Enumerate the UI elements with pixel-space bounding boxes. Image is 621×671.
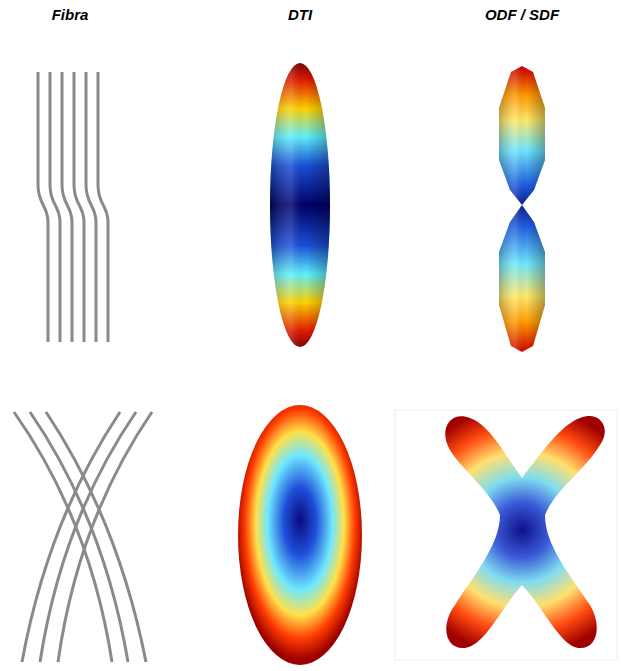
dti-ellipsoid — [270, 63, 330, 347]
odf-glyph — [499, 66, 545, 352]
odf-glyph — [395, 410, 617, 660]
parallel-fibres — [38, 72, 108, 342]
dti-ellipsoid — [238, 405, 362, 665]
crossing-fibres — [14, 412, 152, 662]
column-header: Fibra — [52, 6, 89, 23]
column-header: DTI — [288, 6, 312, 23]
column-header: ODF / SDF — [485, 6, 559, 23]
